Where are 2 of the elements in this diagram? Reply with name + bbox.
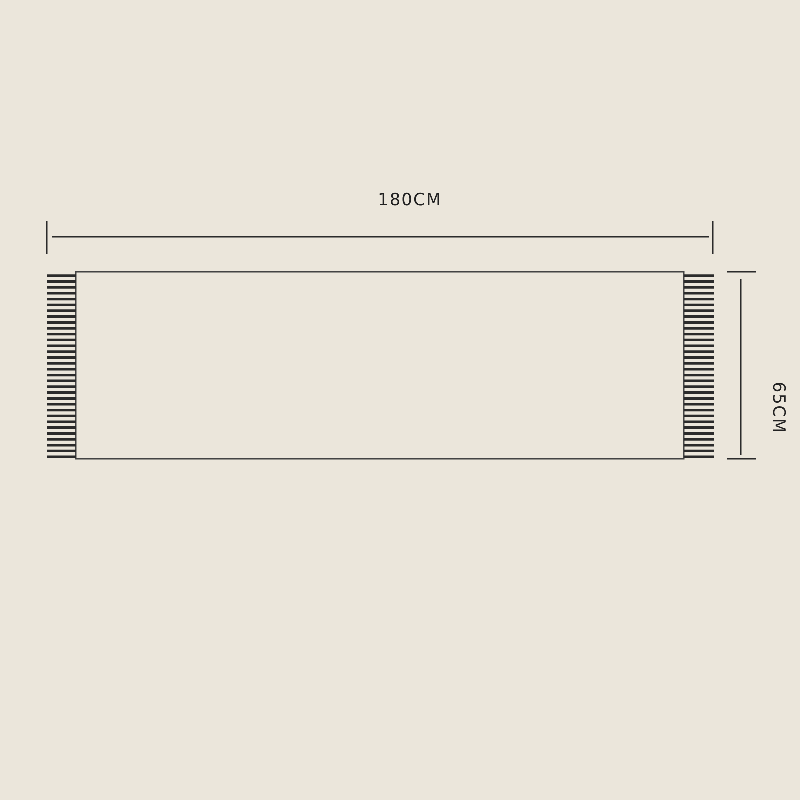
dimension-label: 65CM xyxy=(770,382,786,434)
dimension-label: 180CM xyxy=(378,192,442,210)
